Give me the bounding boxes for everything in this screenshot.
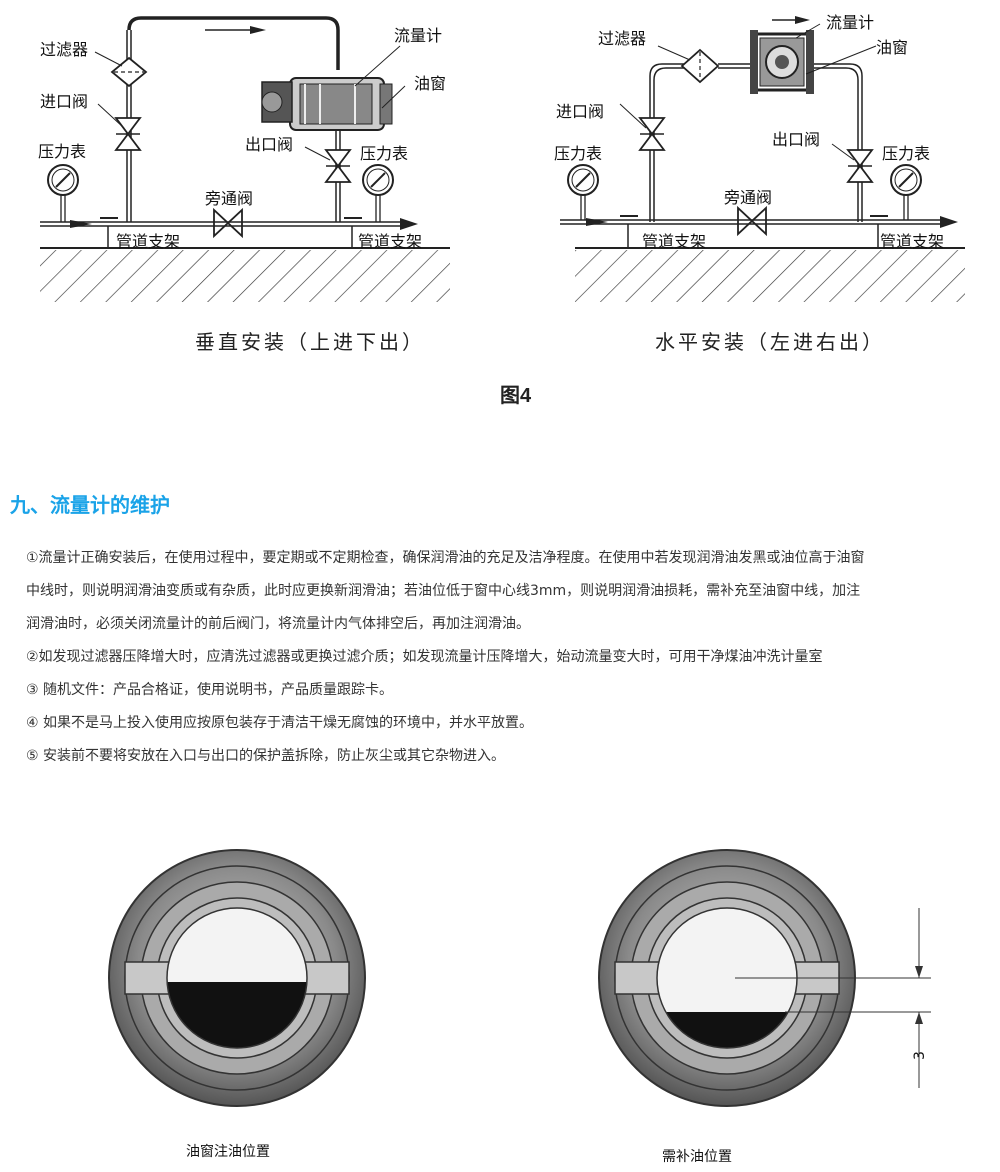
label-pressure-gauge: 压力表 <box>360 144 409 163</box>
label-pressure-gauge: 压力表 <box>554 144 603 163</box>
label-bypass-valve: 旁通阀 <box>724 188 773 207</box>
label-filter: 过滤器 <box>40 40 89 59</box>
paragraph-line: 润滑油时，必须关闭流量计的前后阀门，将流量计内气体排空后，再加注润滑油。 <box>26 616 530 632</box>
label-outlet-valve: 出口阀 <box>245 135 294 154</box>
section-heading: 九、流量计的维护 <box>10 493 170 517</box>
vertical-install-diagram <box>40 16 450 302</box>
maintenance-paragraphs: ①流量计正确安装后，在使用过程中，要定期或不定期检查，确保润滑油的充足及洁净程度… <box>26 542 865 773</box>
caption-oil-window-full: 油窗注油位置 <box>186 1144 270 1160</box>
caption-horizontal-install: 水平安装（左进右出） <box>655 330 885 354</box>
label-pipe-support: 管道支架 <box>880 232 945 251</box>
figure-label: 图4 <box>500 385 532 407</box>
label-pipe-support: 管道支架 <box>358 232 423 251</box>
label-oil-window: 油窗 <box>876 38 909 57</box>
paragraph-line: ④ 如果不是马上投入使用应按原包装存于清洁干燥无腐蚀的环境中，并水平放置。 <box>26 715 533 731</box>
paragraph-line: ①流量计正确安装后，在使用过程中，要定期或不定期检查，确保润滑油的充足及洁净程度… <box>26 550 865 566</box>
label-filter: 过滤器 <box>598 29 647 48</box>
label-flowmeter: 流量计 <box>394 26 443 45</box>
label-inlet-valve: 进口阀 <box>556 102 605 121</box>
label-pipe-support: 管道支架 <box>642 232 707 251</box>
label-pressure-gauge: 压力表 <box>882 144 931 163</box>
oil-window-full-image <box>108 849 366 1107</box>
paragraph-line: ③ 随机文件：产品合格证，使用说明书，产品质量跟踪卡。 <box>26 682 393 698</box>
label-bypass-valve: 旁通阀 <box>205 189 254 208</box>
caption-oil-window-low: 需补油位置 <box>662 1149 732 1165</box>
label-outlet-valve: 出口阀 <box>772 130 821 149</box>
oil-window-low-image <box>598 849 931 1107</box>
label-pressure-gauge: 压力表 <box>38 142 87 161</box>
paragraph-line: 中线时，则说明润滑油变质或有杂质，此时应更换新润滑油；若油位低于窗中心线3mm，… <box>26 583 861 599</box>
paragraph-line: ②如发现过滤器压降增大时，应清洗过滤器或更换过滤介质；如发现流量计压降增大，始动… <box>26 649 823 665</box>
label-inlet-valve: 进口阀 <box>40 92 89 111</box>
label-pipe-support: 管道支架 <box>116 232 181 251</box>
horizontal-install-diagram <box>560 16 965 302</box>
label-oil-window: 油窗 <box>414 74 447 93</box>
label-flowmeter: 流量计 <box>826 13 875 32</box>
dimension-label: 3 <box>912 1051 928 1060</box>
caption-vertical-install: 垂直安装（上进下出） <box>195 330 425 354</box>
paragraph-line: ⑤ 安装前不要将安放在入口与出口的保护盖拆除，防止灰尘或其它杂物进入。 <box>26 748 505 764</box>
